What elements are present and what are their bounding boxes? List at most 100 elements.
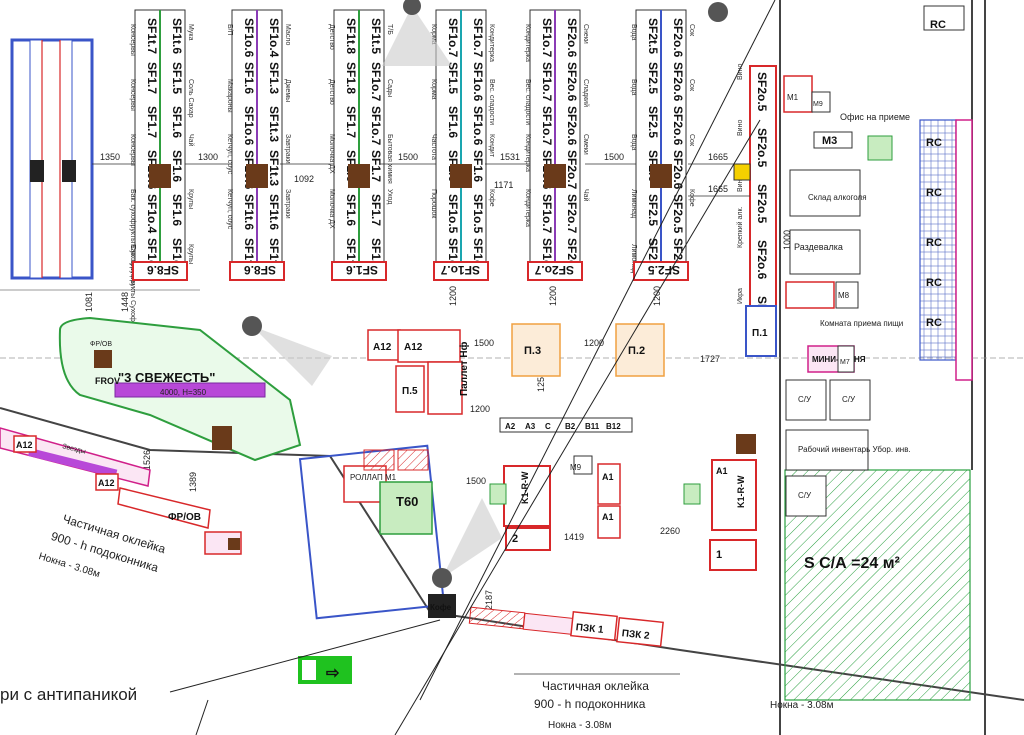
rack-side-label: Лимонад — [630, 189, 637, 218]
rack-side-label: Корма — [430, 79, 437, 100]
rack-cell-label: SF1o.4 — [145, 194, 159, 234]
dim-1081: 1081 — [84, 292, 94, 312]
rc-label: RC — [930, 19, 946, 31]
frov-label: FROV — [95, 376, 120, 386]
dim-1500b: 1500 — [604, 152, 624, 162]
rack-cell-label: SF1o.7 — [540, 18, 554, 58]
rack-side-label: Крупы — [187, 244, 194, 264]
dim-1389: 1389 — [188, 472, 198, 492]
dim-1200e: 1200 — [470, 404, 490, 414]
rack-cell-label: SF1.6 — [446, 106, 460, 138]
frov-edge-label: ФР/ОВ — [90, 341, 112, 348]
m7-label: M7 — [840, 359, 850, 366]
film-note-2b: 900 - h подоконника — [534, 697, 646, 711]
rack-cell-label: SF1.6 — [170, 150, 184, 182]
rack-side-label: Завтраки — [284, 134, 291, 164]
rack-side-label: Кондитерка — [524, 24, 531, 62]
rack-cell-label: SF1o.7 — [369, 106, 383, 146]
rack-cell-label: SF1o.6 — [242, 106, 256, 146]
dim-1500c: 1500 — [474, 338, 494, 348]
rack-cell-label: SF1t.8 — [344, 18, 358, 54]
rc-label: RC — [926, 237, 942, 249]
p2-label: П.2 — [628, 345, 645, 357]
rack-cell-label: SF1o.7 — [369, 62, 383, 102]
rack-side-label: Кондитерка — [524, 134, 531, 172]
dim-1000: 1000 — [782, 230, 792, 250]
rack-side-label: Кондит — [488, 134, 495, 158]
a12-left: А12 — [16, 440, 33, 450]
rack-side-label: Корма — [430, 24, 437, 45]
rack-side-label: Вода — [630, 24, 637, 40]
rack-cell-label: SF1o.7 — [540, 62, 554, 102]
rack-side-label: Бак. сухофрукты Сухофрукты — [129, 189, 136, 285]
rack-cell-label: SF1.5 — [170, 62, 184, 94]
rack-r3: SF1t.8SF1.8SF1.7SF1.6SF1.6SF1t.6SF1t.5SF… — [328, 9, 393, 281]
dim-1092: 1092 — [294, 174, 314, 184]
m9-checkout: M9 — [570, 463, 582, 472]
dim-1200a: 1200 — [448, 286, 458, 306]
rack-side-label: Сады — [386, 79, 393, 97]
exit-sign: ⇨ — [298, 656, 352, 684]
rack-cell-label: SF1t.6 — [242, 194, 256, 230]
freshness-island: "3 СВЕЖЕСТЬ" 4000, H=350 FROV ФР/ОВ — [58, 316, 302, 462]
shelf-racks: SF1t.7SF1.7SF1.7SF1o.6SF1o.4SF1o.4SF1t.6… — [129, 9, 695, 340]
alcohol-side-label: Вино — [737, 64, 744, 80]
wc-label-2: С/У — [842, 395, 856, 404]
antipanic-label: ри с антипаникой — [0, 685, 137, 704]
dim-1526: 1526 — [142, 450, 152, 470]
right-films — [955, 119, 973, 381]
rack-side-label: Кофе — [488, 189, 495, 207]
rack-cell-label: SF1.7 — [369, 194, 383, 226]
p5-label: П.5 — [402, 386, 418, 397]
rack-side-label: Б/П — [226, 24, 233, 36]
rack-side-label: Чай — [582, 189, 590, 202]
alcohol-cell-label: SF2o.5 — [755, 128, 769, 168]
rack-cell-label: SF1.6 — [242, 62, 256, 94]
camera-icons — [242, 0, 728, 588]
dim-2260: 2260 — [660, 526, 680, 536]
dim-1665b: 1665 — [708, 184, 728, 194]
freshness-sub: 4000, H=350 — [160, 388, 207, 397]
dim-1300: 1300 — [198, 152, 218, 162]
rack-cell-label: SF1o.7 — [446, 18, 460, 58]
checkout-zone: А2 А3 С В2 В11 В12 K1-R-W 2 А1 А1 А1 K1-… — [489, 417, 757, 571]
dim-1531: 1531 — [500, 152, 520, 162]
b12-label: В12 — [606, 422, 621, 431]
promo-area: А12 А12 Паллет Нф П.5 П.3 П.2 П.1 — [367, 305, 777, 415]
camera-icon — [708, 2, 728, 22]
rack-cell-label: SF1t.3 — [267, 106, 281, 142]
rack-side-label: Сладкий — [582, 79, 590, 107]
rack-side-label: Кофе — [688, 189, 695, 207]
rack-cell-label: SF2o.7 — [565, 150, 579, 190]
rack-side-label: Консервы — [129, 79, 136, 111]
rack-r4: SF1o.7SF1.5SF1.6SF1.6SF1o.5SF1o.5SF1o.7S… — [430, 9, 495, 281]
rack-side-label: Бытовая химия — [386, 134, 393, 184]
dim-1448: 1448 — [120, 292, 130, 312]
rack-cell-label: SF2.5 — [646, 106, 660, 138]
rack-side-label: Детство — [328, 79, 335, 105]
rack-side-label: Сок — [688, 24, 695, 37]
dim-1200d: 1200 — [584, 338, 604, 348]
a3-label: А3 — [525, 422, 536, 431]
rack-end-label: SF2.5 — [648, 263, 680, 277]
rack-cell-label: SF1.6 — [170, 106, 184, 138]
m1-label: M1 — [787, 93, 799, 102]
rc-label: RC — [926, 137, 942, 149]
wc-label-3: С/У — [798, 491, 812, 500]
rack-side-label: Джемы — [284, 79, 291, 102]
rack-side-label: Молочка ДХ — [328, 189, 335, 229]
checkout-2: 2 — [512, 533, 518, 545]
p3-label: П.3 — [524, 345, 541, 357]
rack-side-label: Вода — [630, 79, 637, 95]
a12-left-2: А12 — [98, 478, 115, 488]
pallet-label: Паллет Нф — [458, 341, 470, 396]
m3-label: M3 — [822, 135, 837, 147]
camera-icon — [432, 498, 502, 588]
rack-side-label: Снеки — [582, 24, 589, 44]
rack-cell-label: SF1o.7 — [471, 18, 485, 58]
warehouse-label: Склад алкоголя — [808, 193, 867, 202]
k1-right: K1-R-W — [736, 475, 746, 508]
rack-r5: SF1o.7SF1o.7SF1o.7SF1o.6SF1o.7SF1o.7SF2o… — [524, 9, 590, 281]
area-label: S С/А =24 м² — [804, 555, 900, 572]
